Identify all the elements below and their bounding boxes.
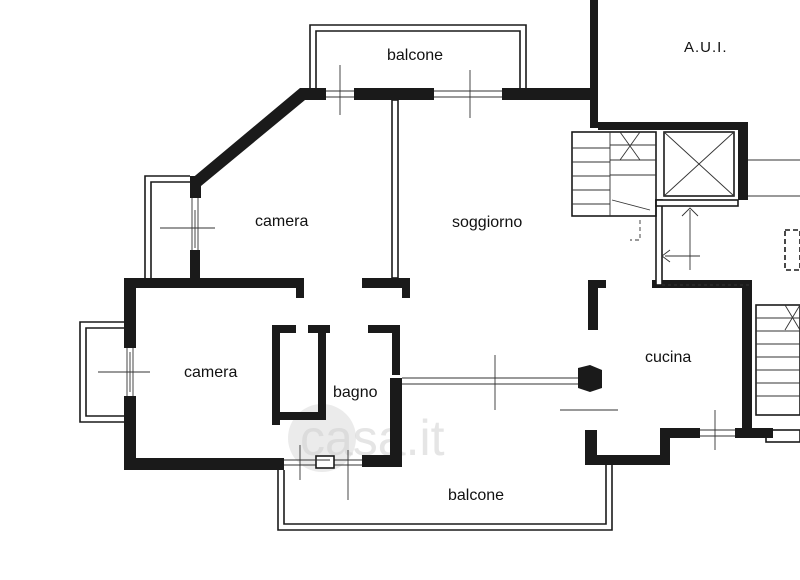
neighbour-lines <box>662 159 800 286</box>
label-aui: A.U.I. <box>684 39 728 56</box>
dimension-marks <box>98 65 716 500</box>
label-balcone-bottom: balcone <box>448 487 504 504</box>
label-camera-lower: camera <box>184 364 237 381</box>
label-balcone-top: balcone <box>387 47 443 64</box>
label-bagno: bagno <box>333 384 378 401</box>
balcony-left-lower <box>79 321 124 423</box>
label-camera-upper: camera <box>255 213 308 230</box>
balcony-bottom <box>277 465 613 531</box>
shaft <box>663 131 735 197</box>
staircase-upper <box>571 131 657 241</box>
balcony-left-upper <box>144 175 190 278</box>
staircase-right <box>755 304 800 443</box>
balcony-top <box>309 24 527 90</box>
room-labels: balcone A.U.I. camera soggiorno camera b… <box>184 39 728 504</box>
label-soggiorno: soggiorno <box>452 214 522 231</box>
walls <box>124 0 773 470</box>
label-cucina: cucina <box>645 349 691 366</box>
